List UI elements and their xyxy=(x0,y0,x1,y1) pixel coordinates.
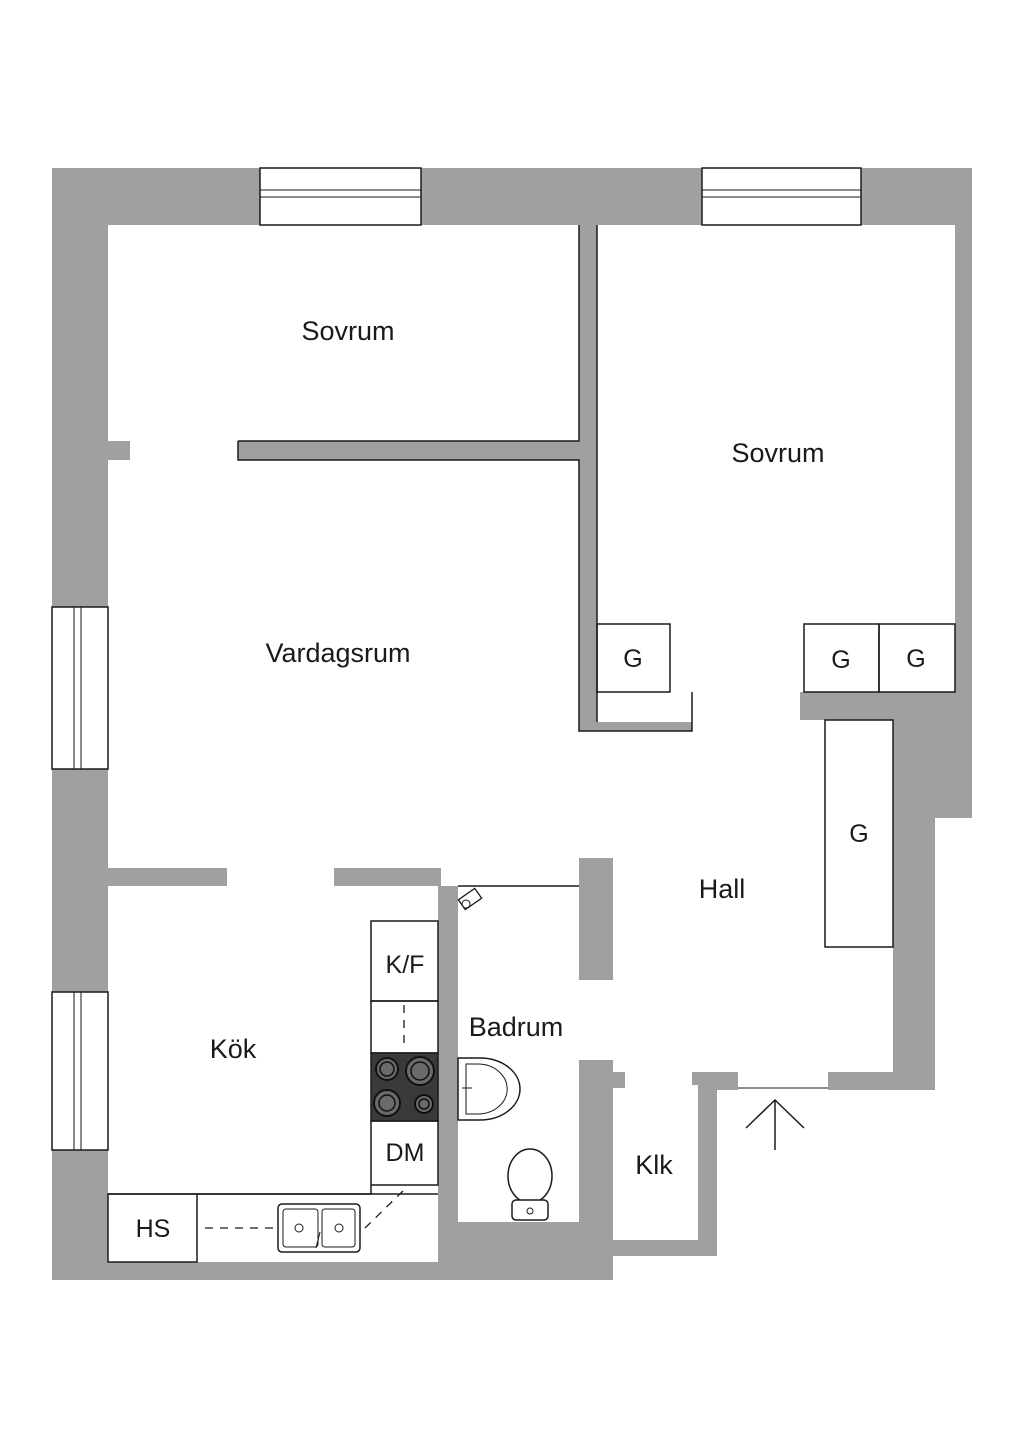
cooktop xyxy=(370,1052,439,1122)
kitchen-bath-wall xyxy=(441,886,458,1262)
window-left-lower xyxy=(51,991,109,1151)
inner-wall-outline-2 xyxy=(237,441,693,732)
label-wardrobe-3: G xyxy=(906,645,925,673)
label-kok: Kök xyxy=(210,1034,257,1064)
hall-bath-wall xyxy=(579,858,613,980)
toilet xyxy=(507,1148,553,1221)
label-badrum: Badrum xyxy=(469,1012,564,1042)
window-top-right xyxy=(701,167,862,226)
window-left-upper xyxy=(51,606,109,770)
counter-outline xyxy=(108,1185,372,1195)
outer-walls xyxy=(52,168,972,1280)
label-hall: Hall xyxy=(699,874,746,904)
shower-fixture xyxy=(457,887,483,911)
entrance-arrow-icon xyxy=(745,1098,805,1150)
dishwasher-cabinet xyxy=(370,1120,439,1186)
label-fridge: K/F xyxy=(386,951,425,979)
label-dishwasher: DM xyxy=(386,1139,425,1167)
pantry-cabinet xyxy=(107,1193,198,1263)
kitchen-sink xyxy=(277,1203,361,1253)
window-top-left xyxy=(259,167,422,226)
label-wardrobe-4: G xyxy=(849,820,868,848)
wardrobe-3 xyxy=(878,623,956,693)
label-klk: Klk xyxy=(635,1150,673,1180)
counter-dash-diagonal xyxy=(364,1186,405,1229)
bathroom-basin xyxy=(457,1057,521,1121)
wardrobe-1 xyxy=(596,623,671,693)
label-wardrobe-2: G xyxy=(831,646,850,674)
label-vardagsrum: Vardagsrum xyxy=(265,638,410,668)
label-sovrum-left: Sovrum xyxy=(301,316,394,346)
wardrobe-4 xyxy=(824,719,894,948)
label-sovrum-right: Sovrum xyxy=(731,438,824,468)
inner-wall-outline-1 xyxy=(238,225,580,442)
label-pantry: HS xyxy=(136,1215,171,1243)
label-wardrobe-1: G xyxy=(623,645,642,673)
